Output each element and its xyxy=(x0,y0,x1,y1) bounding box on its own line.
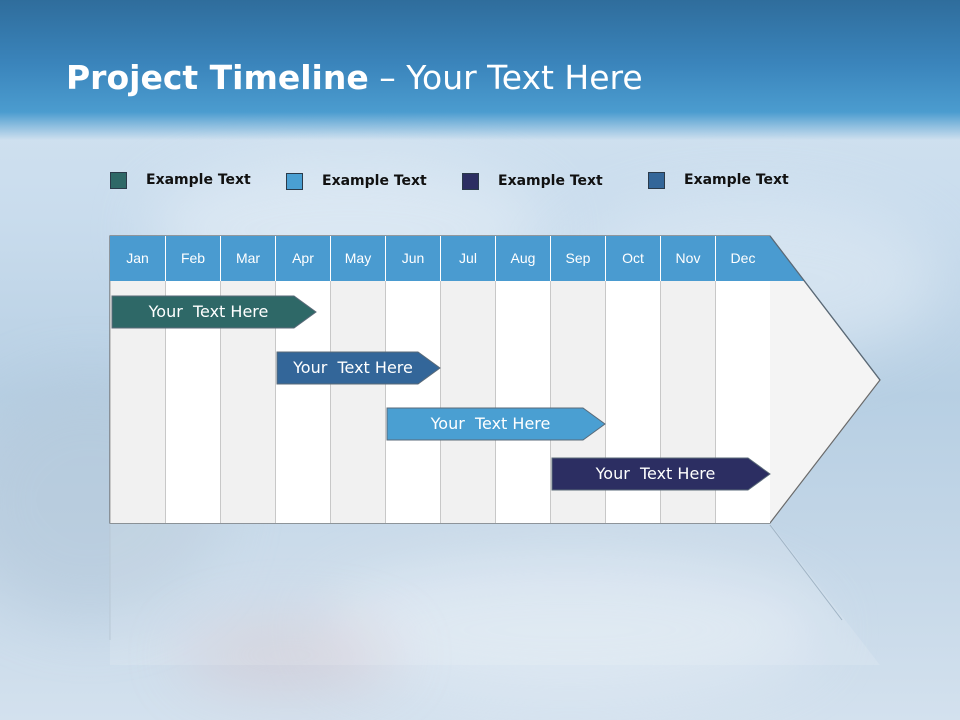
title-bold: Project Timeline xyxy=(66,58,369,97)
month-label: May xyxy=(330,236,385,281)
cloud-shape xyxy=(320,560,820,700)
month-label: Jul xyxy=(440,236,495,281)
task-label: Your Text Here xyxy=(430,414,551,433)
month-column xyxy=(495,281,550,523)
timeline-reflection xyxy=(110,523,880,665)
legend-label: Example Text xyxy=(146,172,251,188)
task-label: Your Text Here xyxy=(293,358,413,377)
month-column xyxy=(440,281,495,523)
task-bar xyxy=(111,295,317,329)
legend-item: Example Text xyxy=(110,170,251,190)
month-label: Jan xyxy=(126,250,149,266)
task-label: Your Text Here xyxy=(148,302,269,321)
task-bar xyxy=(276,351,441,385)
month-label: Apr xyxy=(275,236,330,281)
legend-swatch xyxy=(110,171,127,189)
header-banner xyxy=(0,0,960,140)
legend-label: Example Text xyxy=(322,173,427,189)
month-label: Sep xyxy=(550,236,605,281)
legend-swatch xyxy=(462,172,479,190)
month-label: Jun xyxy=(385,236,440,281)
month-column xyxy=(385,281,440,523)
task-bar xyxy=(551,457,771,491)
legend-label: Example Text xyxy=(498,173,603,189)
legend-item: Example Text xyxy=(286,171,427,191)
title-rest: – Your Text Here xyxy=(368,58,643,97)
cloud-shape xyxy=(180,620,400,690)
month-label: Oct xyxy=(605,236,660,281)
month-label: Aug xyxy=(495,236,550,281)
month-label: Dec xyxy=(715,236,770,281)
month-label: Feb xyxy=(165,236,220,281)
legend-label: Example Text xyxy=(684,172,789,188)
legend-item: Example Text xyxy=(462,171,603,191)
month-header-strip xyxy=(110,236,804,281)
month-label: Nov xyxy=(660,236,715,281)
month-column xyxy=(330,281,385,523)
task-bar xyxy=(386,407,606,441)
legend-item: Example Text xyxy=(648,170,789,190)
task-label: Your Text Here xyxy=(595,464,716,483)
reflection-edge xyxy=(769,524,843,621)
arrow-tip-line xyxy=(769,235,881,381)
page-title: Project Timeline – Your Text Here xyxy=(66,58,643,97)
legend-swatch xyxy=(648,171,665,189)
legend-swatch xyxy=(286,172,303,190)
month-label: Mar xyxy=(220,236,275,281)
